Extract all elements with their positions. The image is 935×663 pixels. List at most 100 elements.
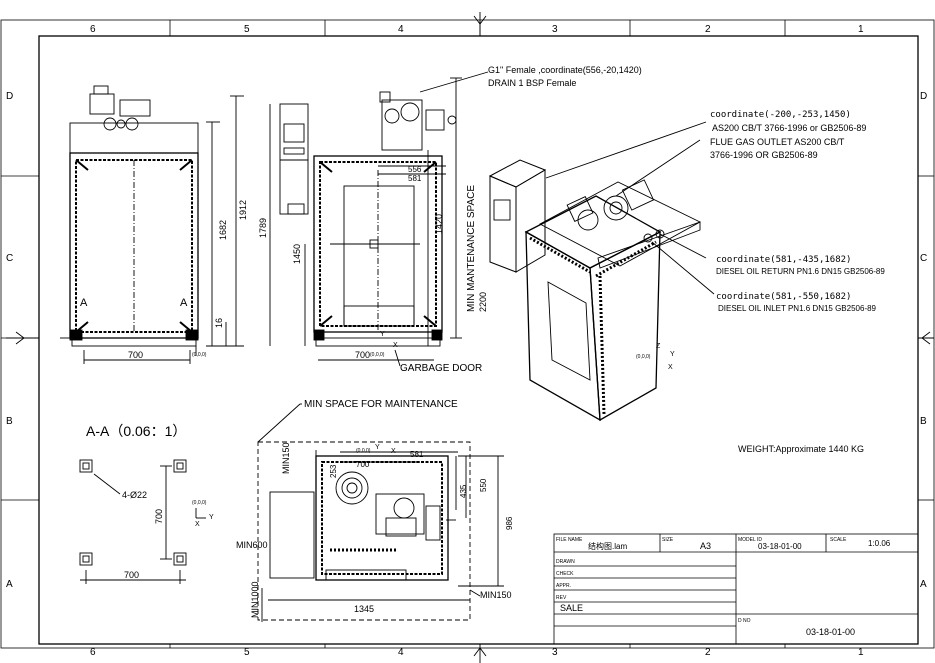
row-right-1: D	[920, 91, 927, 102]
inlet-label: DIESEL OIL INLET PN1.6 DN15 GB2506-89	[718, 304, 877, 313]
inner-frame	[38, 35, 919, 645]
dim-550-plan: 550	[479, 478, 488, 492]
center-marks	[6, 12, 934, 663]
section-aa-text: A-A（0.06：1） 4-Ø22 700 700 (0,0,0) X Y	[86, 423, 214, 580]
row-right-3: B	[920, 416, 927, 427]
dim-1450: 1450	[292, 244, 302, 264]
col-top-5: 2	[705, 24, 711, 35]
dno-value: 03-18-01-00	[806, 627, 855, 637]
outer-frame	[0, 19, 935, 649]
holes-label: 4-Ø22	[122, 490, 147, 500]
rev-label: REV	[556, 595, 567, 601]
plan-view	[257, 403, 504, 622]
col-top-1: 6	[90, 24, 96, 35]
dim-700-front: 700	[128, 350, 143, 360]
drawn-label: DRAWN	[556, 559, 575, 565]
row-right-4: A	[920, 579, 927, 590]
side-view-text: 1789 1450 1420 556 581 700 X Y (0,0,0) G…	[258, 65, 642, 374]
dim-556: 556	[408, 165, 422, 174]
return-label: DIESEL OIL RETURN PN1.6 DN15 GB2506-89	[716, 267, 885, 276]
col-bot-2: 5	[244, 647, 250, 658]
model-value: 03-18-01-00	[758, 542, 802, 551]
aa-axis-y: Y	[209, 514, 214, 521]
min600: MIN600	[236, 540, 268, 550]
dim-1789: 1789	[258, 218, 268, 238]
maint-space-label: MIN MANTENANCE SPACE	[466, 185, 477, 312]
dim-700-aa-width: 700	[124, 570, 139, 580]
file-name-value: 结构图.lam	[588, 541, 627, 551]
dim-700-aa-height: 700	[154, 509, 164, 524]
drain-line2: DRAIN 1 BSP Female	[488, 78, 576, 88]
min150-bottom: MIN150	[480, 590, 512, 600]
flue-coord: coordinate(-200,-253,1450)	[710, 110, 851, 120]
col-top-2: 5	[244, 24, 250, 35]
section-aa	[79, 459, 206, 584]
maint-space-value: 2200	[478, 292, 488, 312]
side-view	[269, 71, 489, 367]
col-bot-6: 1	[858, 647, 864, 658]
iso-view-text: coordinate(-200,-253,1450) AS200 CB/T 37…	[636, 110, 885, 371]
flue-outlet-2: 3766-1996 OR GB2506-89	[710, 150, 818, 160]
col-top-4: 3	[552, 24, 558, 35]
row-left-2: C	[6, 253, 13, 264]
size-label: SIZE	[662, 537, 674, 543]
section-mark-right: A	[180, 297, 188, 309]
dno-label: D NO	[738, 618, 751, 624]
plan-origin: (0,0,0)	[356, 448, 371, 454]
min1000: MIN1000	[250, 581, 260, 618]
title-block	[553, 533, 919, 645]
check-label: CHECK	[556, 571, 574, 577]
sale-value: SALE	[560, 603, 583, 613]
dim-581: 581	[408, 174, 422, 183]
return-coord: coordinate(581,-435,1682)	[716, 255, 851, 265]
iso-view	[488, 121, 715, 422]
flue-outlet-1: FLUE GAS OUTLET AS200 CB/T	[710, 137, 845, 147]
appr-label: APPR.	[556, 583, 571, 589]
iso-origin: (0,0,0)	[636, 354, 651, 360]
aa-origin: (0,0,0)	[192, 500, 207, 506]
col-bot-5: 2	[705, 647, 711, 658]
dim-700-side: 700	[355, 350, 370, 360]
drain-line1: G1" Female ,coordinate(556,-20,1420)	[488, 65, 642, 75]
col-top-3: 4	[398, 24, 404, 35]
file-name-label: FILE NAME	[556, 537, 583, 543]
row-left-1: D	[6, 91, 13, 102]
front-view-text: A A 1912 1682 16 700 (0,0,0)	[80, 200, 248, 360]
section-title: A-A（0.06：1）	[86, 423, 186, 439]
col-bot-3: 4	[398, 647, 404, 658]
dim-16: 16	[214, 318, 224, 328]
col-bot-1: 6	[90, 647, 96, 658]
origin-side: (0,0,0)	[370, 352, 385, 358]
dim-1912: 1912	[238, 200, 248, 220]
side-axis-y: Y	[380, 331, 385, 338]
min-space-label: MIN SPACE FOR MAINTENANCE	[304, 399, 458, 410]
row-left-3: B	[6, 416, 13, 427]
aa-axis-x: X	[195, 521, 200, 528]
plan-axis-y: Y	[375, 444, 380, 451]
weight-label: WEIGHT:Approximate 1440 KG	[738, 444, 864, 454]
iso-axis-z: Z	[656, 343, 661, 350]
model-label: MODEL ID	[738, 537, 762, 543]
col-top-6: 1	[858, 24, 864, 35]
scale-label: SCALE	[830, 537, 847, 543]
dim-1345-plan: 1345	[354, 604, 374, 614]
dim-1420: 1420	[434, 214, 444, 234]
dim-986-plan: 986	[505, 516, 514, 530]
size-value: A3	[700, 541, 711, 551]
dim-1682: 1682	[218, 220, 228, 240]
scale-value: 1:0.06	[868, 539, 891, 548]
inlet-coord: coordinate(581,-550,1682)	[716, 292, 851, 302]
iso-axis-y: Y	[670, 351, 675, 358]
zone-labels: 6 5 4 3 2 1 6 5 4 3 2 1 D C B A D C B A	[6, 24, 927, 658]
dim-581-plan: 581	[410, 450, 424, 459]
iso-axis-x: X	[668, 364, 673, 371]
plan-axis-x: X	[391, 448, 396, 455]
title-block-text: FILE NAME 结构图.lam SIZE A3 MODEL ID 03-18…	[556, 537, 891, 637]
section-mark-left: A	[80, 297, 88, 309]
flue-std: AS200 CB/T 3766-1996 or GB2506-89	[712, 123, 866, 133]
dim-700-plan: 700	[356, 460, 370, 469]
row-left-4: A	[6, 579, 13, 590]
dim-435-plan: 435	[459, 484, 468, 498]
front-view	[60, 85, 244, 364]
